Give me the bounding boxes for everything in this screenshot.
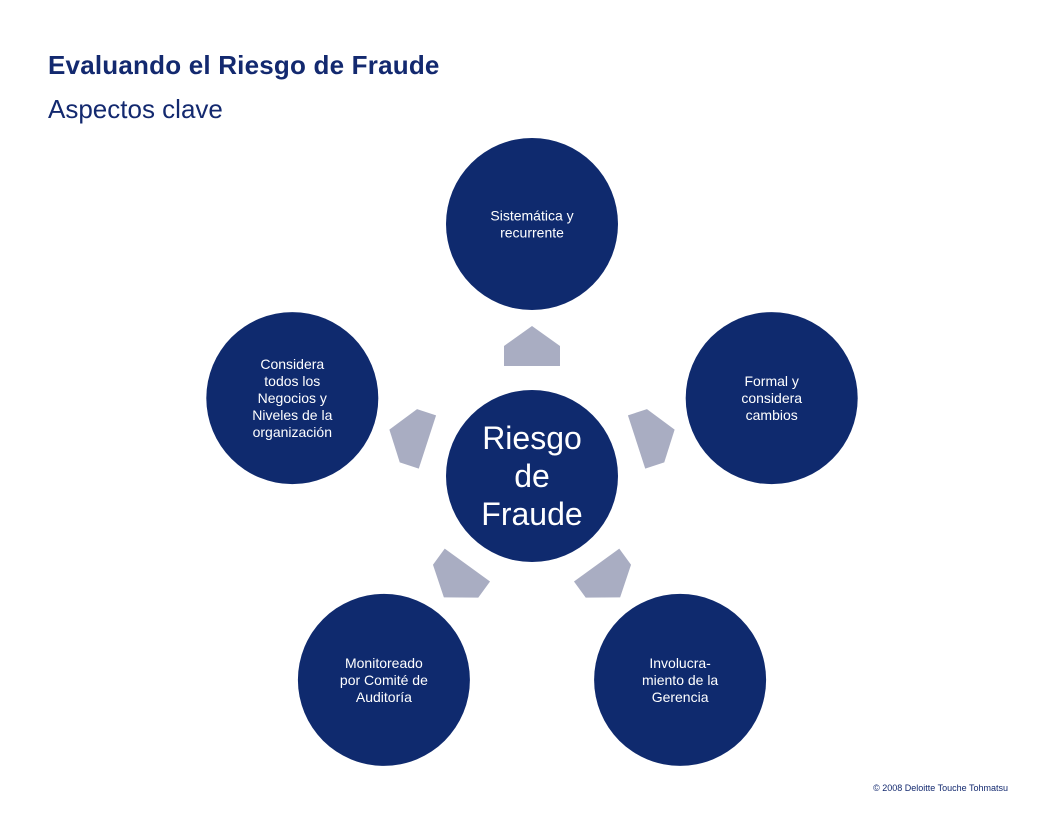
arrows-group [389,326,675,598]
center-circle [446,390,618,562]
node-label-line: por Comité de [340,672,428,688]
node-label-line: Monitoreado [345,655,423,671]
node-label-line: considera [741,390,802,406]
node-label-line: Negocios y [258,390,327,406]
arrow-shape [432,548,491,598]
arrow-shape [573,548,632,598]
node-circle [206,312,379,485]
arrow-bottom-right [573,548,632,598]
arrow-shape [627,409,675,469]
arrow-right [627,409,675,469]
center-label-line: Riesgo [482,420,582,456]
slide-title: Evaluando el Riesgo de Fraude [48,50,440,80]
center-label-line: Fraude [481,496,582,532]
arrow-top [504,326,560,366]
node-label-line: Considera [260,356,324,372]
node-circle [446,138,618,310]
arrow-shape [504,326,560,366]
node-label-line: todos los [264,373,320,389]
node-label-line: recurrente [500,225,564,241]
node-label-line: Gerencia [652,689,709,705]
node-circle [685,312,858,485]
center-label-line: de [514,458,550,494]
node-label-line: miento de la [642,672,718,688]
node-label-line: Niveles de la [252,407,332,423]
node-circle [594,593,767,766]
arrow-left [389,409,437,469]
node-label-line: Auditoría [356,689,412,705]
slide-subtitle: Aspectos clave [48,94,223,124]
arrow-bottom-left [432,548,491,598]
node-label-line: Sistemática y [490,208,573,224]
node-label-line: cambios [746,407,798,423]
copyright-notice: © 2008 Deloitte Touche Tohmatsu [873,783,1008,793]
node-label-line: organización [253,424,332,440]
arrow-shape [389,409,437,469]
node-label-line: Involucra- [649,655,711,671]
node-circle [297,593,470,766]
node-label-line: Formal y [744,373,798,389]
